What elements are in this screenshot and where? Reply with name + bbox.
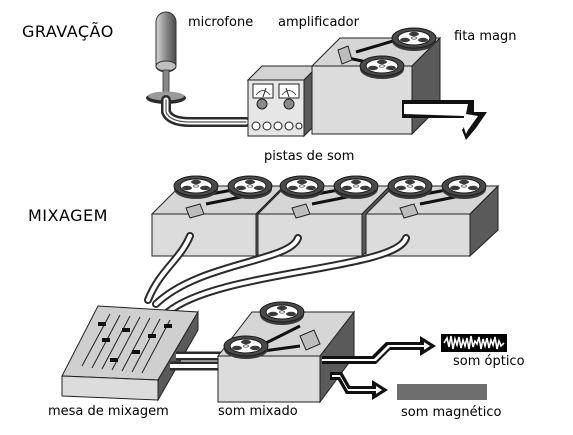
amplifier bbox=[246, 64, 320, 138]
label-mixed-sound: som mixado bbox=[218, 404, 298, 419]
label-mixing-desk: mesa de mixagem bbox=[48, 404, 169, 419]
optical-soundtrack-icon bbox=[441, 334, 507, 352]
track-deck-3 bbox=[364, 175, 500, 258]
magnetic-output-arrow bbox=[330, 372, 388, 400]
track-cables bbox=[144, 232, 410, 316]
label-microphone: microfone bbox=[188, 15, 254, 30]
label-magnetic-sound: som magnético bbox=[401, 405, 502, 420]
microphone-icon bbox=[146, 11, 186, 104]
label-optical-sound: som óptico bbox=[453, 354, 525, 369]
section-title-recording: GRAVAÇÃO bbox=[22, 22, 114, 41]
recording-output-arrow bbox=[402, 100, 487, 140]
mic-cable bbox=[161, 95, 251, 127]
magnetic-soundtrack-icon bbox=[397, 384, 487, 400]
mixing-desk bbox=[61, 305, 199, 402]
label-magnetic-tape: fita magn bbox=[454, 29, 517, 44]
section-title-mixing: MIXAGEM bbox=[28, 206, 108, 225]
mixed-sound-tape-deck bbox=[216, 301, 356, 404]
optical-output-arrow bbox=[322, 336, 436, 364]
recording-tape-deck bbox=[310, 27, 442, 136]
label-amplifier: amplificador bbox=[278, 15, 359, 30]
label-sound-tracks: pistas de som bbox=[264, 149, 355, 164]
